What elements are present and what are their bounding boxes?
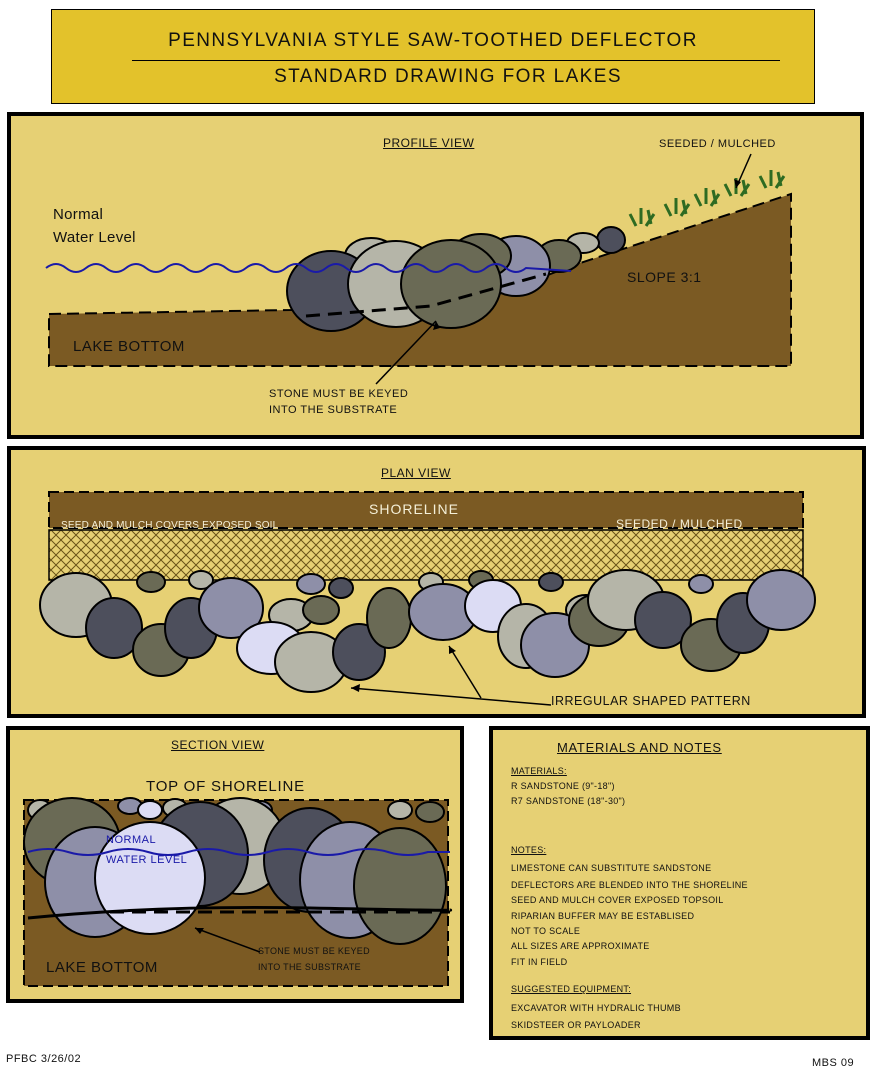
title-divider: [132, 60, 780, 61]
seeded-mulched-plan-label: SEEDED / MULCHED: [616, 517, 743, 531]
material-item: R SANDSTONE (9"-18"): [511, 781, 615, 791]
water-level-line: [45, 263, 572, 273]
stone: [400, 239, 502, 329]
footer-right: MBS 09: [812, 1057, 855, 1069]
substrate-line: [27, 905, 453, 920]
section-view-panel: SECTION VIEW TOP OF SHORELINE NORMAL WAT…: [6, 726, 464, 1003]
profile-view-heading: PROFILE VIEW: [383, 136, 475, 150]
normal-label: Normal: [53, 206, 104, 223]
plan-view-heading: PLAN VIEW: [381, 466, 451, 480]
slope-label: SLOPE 3:1: [627, 269, 702, 285]
title-block: PENNSYLVANIA STYLE SAW-TOOTHED DEFLECTOR…: [51, 9, 815, 104]
shoreline-label: SHORELINE: [369, 501, 459, 517]
note-item: ALL SIZES ARE APPROXIMATE: [511, 941, 650, 951]
section-view-drawing: [23, 797, 453, 987]
stone-keyed-label-2: INTO THE SUBSTRATE: [269, 404, 398, 416]
irregular-pattern-label: IRREGULAR SHAPED PATTERN: [551, 694, 751, 708]
footer-left: PFBC 3/26/02: [6, 1053, 82, 1065]
section-stone-keyed-1: STONE MUST BE KEYED: [258, 946, 370, 956]
drawing-title: PENNSYLVANIA STYLE SAW-TOOTHED DEFLECTOR: [168, 30, 698, 51]
materials-notes-panel: MATERIALS AND NOTES MATERIALS: R SANDSTO…: [489, 726, 870, 1040]
materials-label: MATERIALS:: [511, 766, 567, 776]
plan-view-drawing: [39, 491, 816, 706]
note-item: FIT IN FIELD: [511, 957, 568, 967]
note-item: RIPARIAN BUFFER MAY BE ESTABLISED: [511, 911, 695, 921]
note-item: SEED AND MULCH COVER EXPOSED TOPSOIL: [511, 895, 724, 905]
equipment-item: EXCAVATOR WITH HYDRALIC THUMB: [511, 1003, 681, 1013]
section-water-level-label: WATER LEVEL: [106, 854, 188, 866]
section-stone-keyed-2: INTO THE SUBSTRATE: [258, 962, 361, 972]
materials-notes-heading: MATERIALS AND NOTES: [557, 740, 722, 755]
water-level-label: Water Level: [53, 229, 136, 246]
material-item: R7 SANDSTONE (18"-30"): [511, 796, 626, 806]
seed-note-label: SEED AND MULCH COVERS EXPOSED SOIL: [61, 520, 279, 531]
note-item: DEFLECTORS ARE BLENDED INTO THE SHORELIN…: [511, 880, 748, 890]
profile-view-panel: PROFILE VIEW SEEDED / MULCHED Normal Wat…: [7, 112, 864, 439]
section-lake-bottom-label: LAKE BOTTOM: [46, 959, 158, 976]
stone: [596, 226, 626, 254]
plan-view-panel: PLAN VIEW SHORELINE SEED AND MULCH COVER…: [7, 446, 866, 718]
section-normal-label: NORMAL: [106, 834, 157, 846]
plan-stones: [39, 569, 816, 693]
section-water-line: [27, 848, 450, 856]
lake-bottom-label: LAKE BOTTOM: [73, 338, 185, 355]
note-item: NOT TO SCALE: [511, 926, 581, 936]
seeded-mulched-label: SEEDED / MULCHED: [659, 138, 776, 150]
equipment-label: SUGGESTED EQUIPMENT:: [511, 984, 632, 994]
drawing-subtitle: STANDARD DRAWING FOR LAKES: [274, 66, 622, 87]
arrow-keyed: [375, 320, 437, 385]
stone-keyed-label-1: STONE MUST BE KEYED: [269, 388, 409, 400]
grass-tufts: [628, 170, 786, 227]
top-of-shoreline-label: TOP OF SHORELINE: [146, 778, 305, 795]
note-item: LIMESTONE CAN SUBSTITUTE SANDSTONE: [511, 863, 712, 873]
shoreline-strip: [48, 491, 804, 529]
profile-view-drawing: [45, 153, 792, 385]
seeded-area: [48, 529, 804, 581]
equipment-item: SKIDSTEER OR PAYLOADER: [511, 1020, 641, 1030]
notes-label: NOTES:: [511, 845, 547, 855]
keyed-line: [305, 272, 547, 318]
section-view-heading: SECTION VIEW: [171, 738, 265, 752]
